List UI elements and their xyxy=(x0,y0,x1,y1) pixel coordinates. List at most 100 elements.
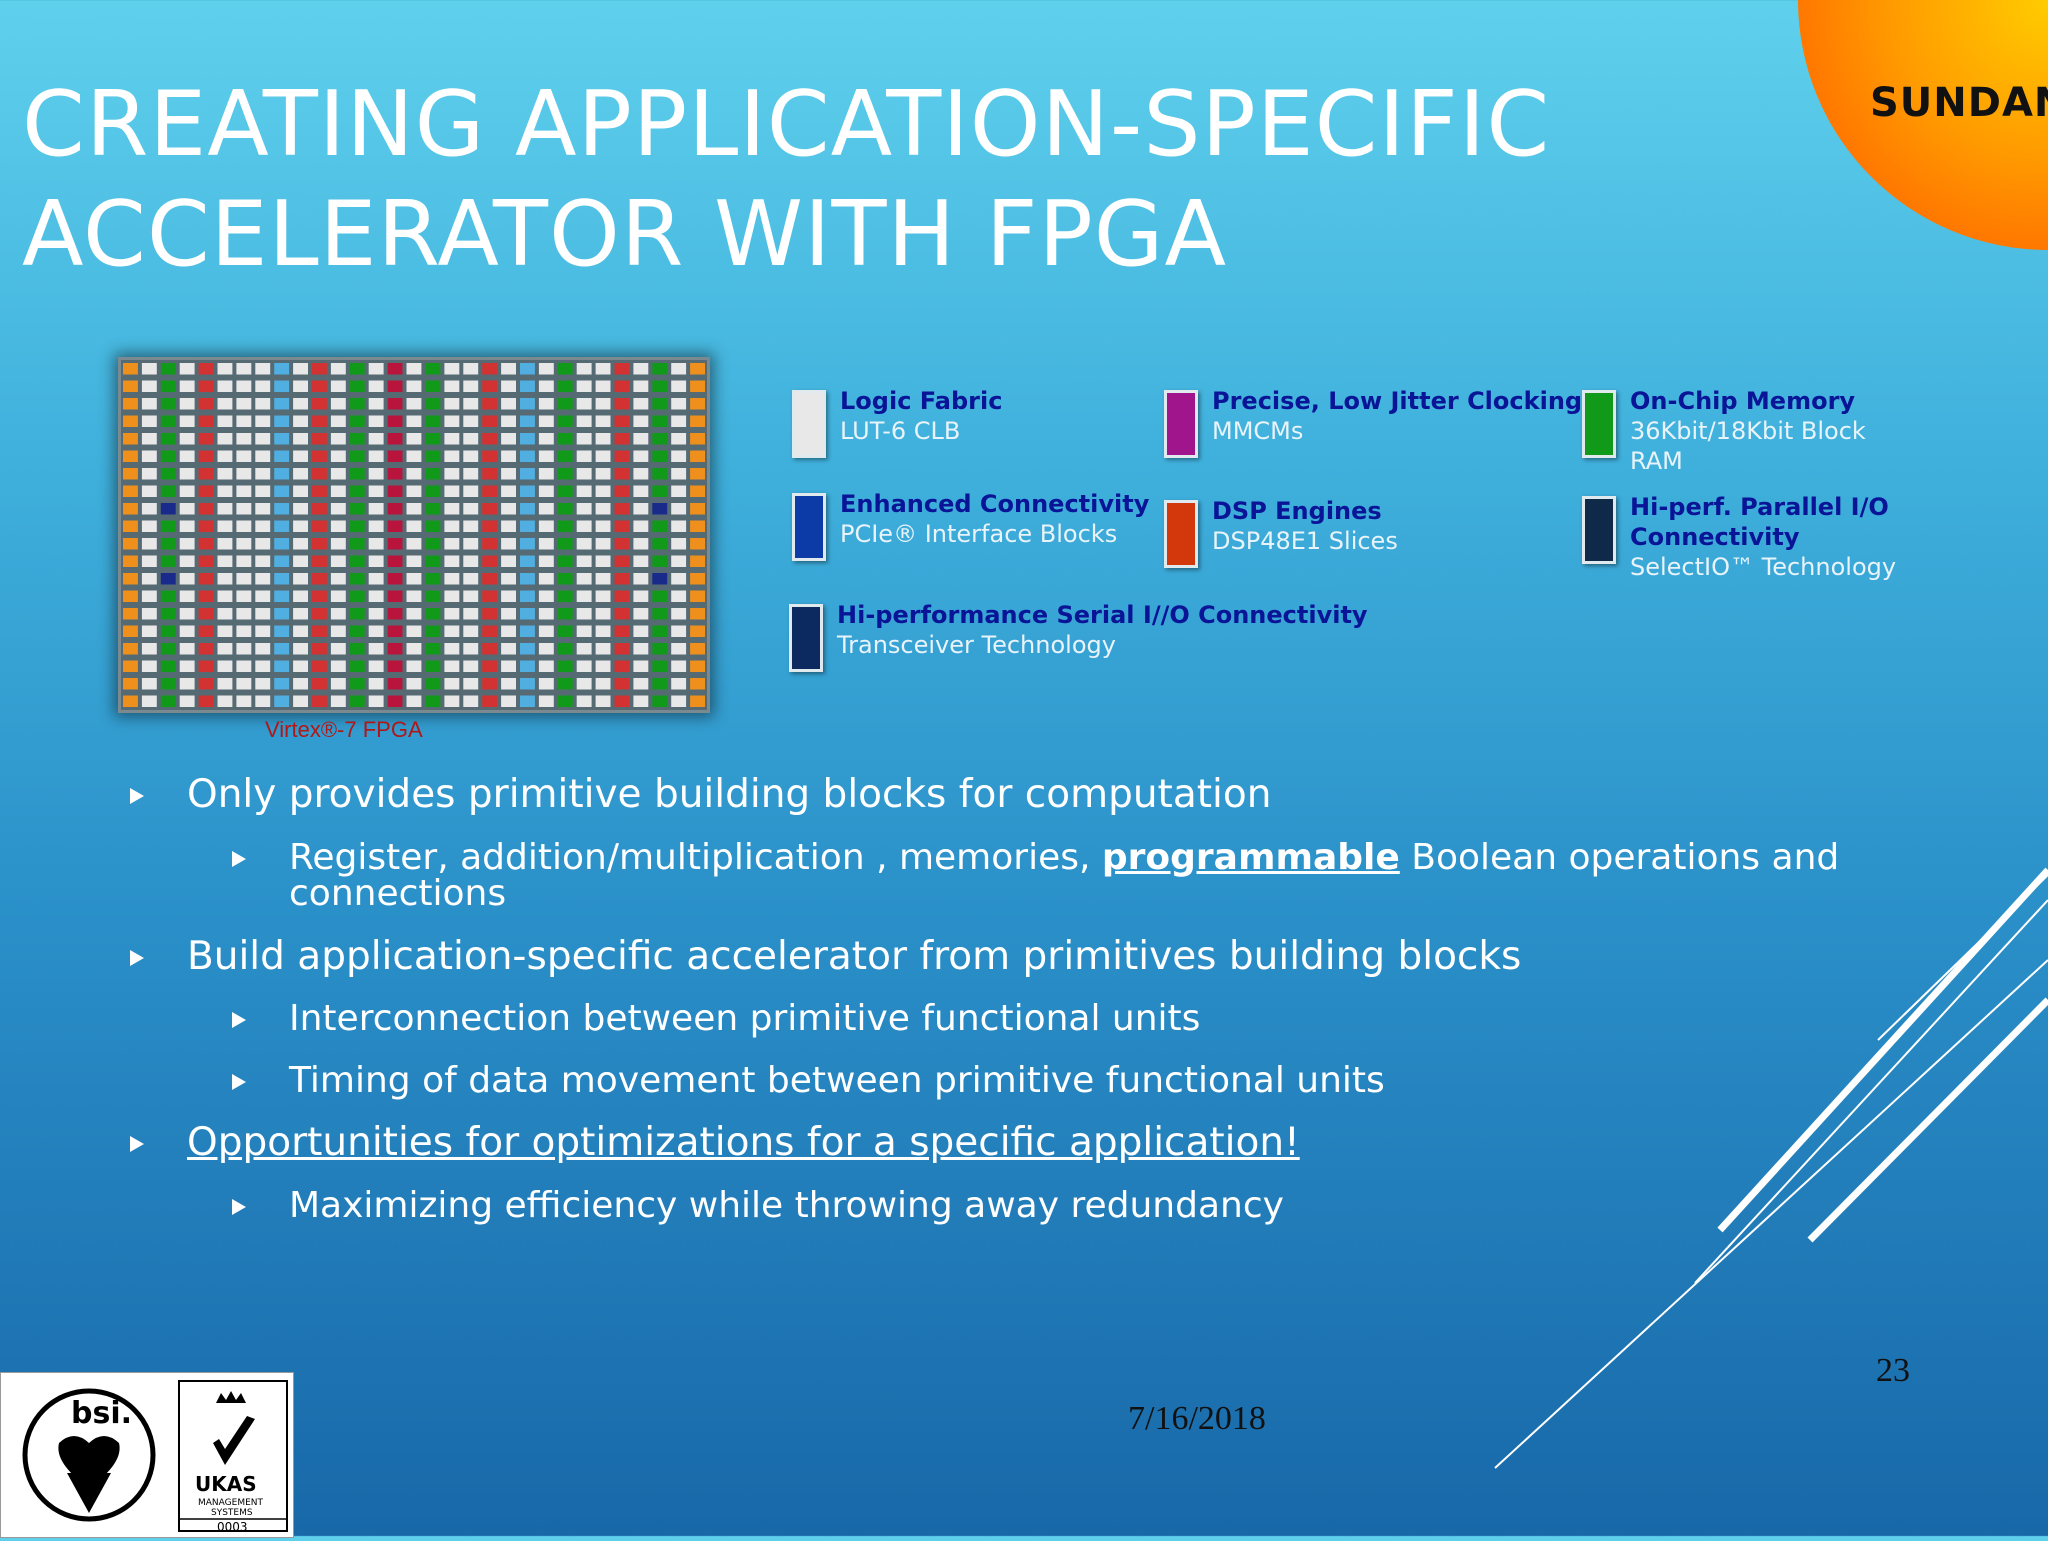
fpga-cell xyxy=(312,520,327,532)
fpga-cell xyxy=(482,520,498,532)
fpga-cell xyxy=(160,380,176,392)
fpga-cell xyxy=(368,643,384,655)
fpga-cell xyxy=(406,363,422,375)
fpga-cell xyxy=(349,538,365,550)
fpga-cell xyxy=(387,450,403,462)
fpga-cell xyxy=(274,380,290,392)
fpga-cell xyxy=(557,415,573,427)
fpga-cell xyxy=(482,485,498,497)
fpga-cell xyxy=(482,468,498,480)
fpga-cell xyxy=(312,450,327,462)
fpga-cell xyxy=(520,678,535,690)
bullet-arrow-icon xyxy=(130,1136,144,1152)
fpga-cell xyxy=(652,433,668,445)
fpga-cell xyxy=(671,415,687,427)
swatch-clocking xyxy=(1164,390,1198,458)
fpga-cell xyxy=(368,573,384,585)
brand-text: SUNDANCE xyxy=(1870,80,2048,126)
legend-sub: RAM xyxy=(1630,447,1683,475)
fpga-cell xyxy=(236,433,252,445)
fpga-cell xyxy=(425,468,441,480)
fpga-cell xyxy=(293,625,308,637)
fpga-cell xyxy=(463,625,479,637)
fpga-cell xyxy=(123,660,138,672)
swatch-logic-fabric xyxy=(792,390,826,458)
fpga-cell xyxy=(425,433,441,445)
fpga-cell xyxy=(387,433,403,445)
fpga-cell xyxy=(293,660,308,672)
fpga-cell xyxy=(501,608,516,620)
fpga-cell xyxy=(595,415,611,427)
fpga-cell xyxy=(141,380,157,392)
fpga-cell xyxy=(463,695,479,707)
fpga-cell xyxy=(482,538,498,550)
fpga-cell xyxy=(576,433,592,445)
fpga-cell xyxy=(217,608,233,620)
fpga-cell xyxy=(690,695,705,707)
fpga-cell xyxy=(557,503,573,515)
fpga-cell xyxy=(576,660,592,672)
fpga-cell xyxy=(406,520,422,532)
fpga-cell xyxy=(198,380,214,392)
fpga-cell xyxy=(538,398,554,410)
fpga-cell xyxy=(652,590,668,602)
fpga-cell xyxy=(425,520,441,532)
fpga-cell xyxy=(387,485,403,497)
fpga-cell xyxy=(425,363,441,375)
fpga-cell xyxy=(633,678,649,690)
fpga-cell xyxy=(501,363,516,375)
fpga-cell xyxy=(463,433,479,445)
fpga-cell xyxy=(633,538,649,550)
fpga-cell xyxy=(425,625,441,637)
fpga-cell xyxy=(274,643,290,655)
fpga-cell xyxy=(633,590,649,602)
fpga-cell xyxy=(123,398,138,410)
fpga-cell xyxy=(633,608,649,620)
fpga-cell xyxy=(236,643,252,655)
fpga-cell xyxy=(557,590,573,602)
fpga-cell xyxy=(576,415,592,427)
fpga-cell xyxy=(255,520,271,532)
fpga-cell xyxy=(368,520,384,532)
fpga-cell xyxy=(425,643,441,655)
fpga-cell xyxy=(123,363,138,375)
fpga-cell xyxy=(255,608,271,620)
bullet-1-1-text: Register, addition/multiplication , memo… xyxy=(289,837,1102,878)
fpga-cell xyxy=(198,503,214,515)
fpga-cell xyxy=(614,398,630,410)
fpga-cell xyxy=(463,643,479,655)
bullet-3: Opportunities for optimizations for a sp… xyxy=(187,1120,1300,1165)
fpga-cell xyxy=(312,538,327,550)
fpga-cell xyxy=(217,398,233,410)
fpga-cell xyxy=(482,380,498,392)
fpga-cell xyxy=(217,503,233,515)
fpga-cell xyxy=(463,573,479,585)
fpga-cell xyxy=(671,398,687,410)
legend-sub: PCIe® Interface Blocks xyxy=(840,520,1118,548)
fpga-cell xyxy=(633,695,649,707)
fpga-cell xyxy=(160,608,176,620)
fpga-cell xyxy=(595,538,611,550)
fpga-cell xyxy=(576,450,592,462)
fpga-cell xyxy=(406,590,422,602)
fpga-cell xyxy=(614,608,630,620)
bullet-1-1-line2: connections xyxy=(289,873,507,914)
fpga-cell xyxy=(387,695,403,707)
fpga-cell xyxy=(293,643,308,655)
fpga-cell xyxy=(179,608,195,620)
fpga-cell xyxy=(349,555,365,567)
fpga-cell xyxy=(690,520,705,532)
fpga-cell xyxy=(595,450,611,462)
ukas-management: MANAGEMENT xyxy=(198,1498,263,1508)
fpga-cell xyxy=(595,695,611,707)
fpga-cell xyxy=(349,520,365,532)
fpga-cell xyxy=(425,450,441,462)
fpga-cell xyxy=(595,398,611,410)
fpga-cell xyxy=(406,660,422,672)
fpga-cell xyxy=(501,573,516,585)
fpga-cell xyxy=(179,643,195,655)
fpga-cell xyxy=(198,398,214,410)
fpga-cell xyxy=(501,590,516,602)
fpga-cell xyxy=(425,678,441,690)
fpga-cell xyxy=(141,678,157,690)
